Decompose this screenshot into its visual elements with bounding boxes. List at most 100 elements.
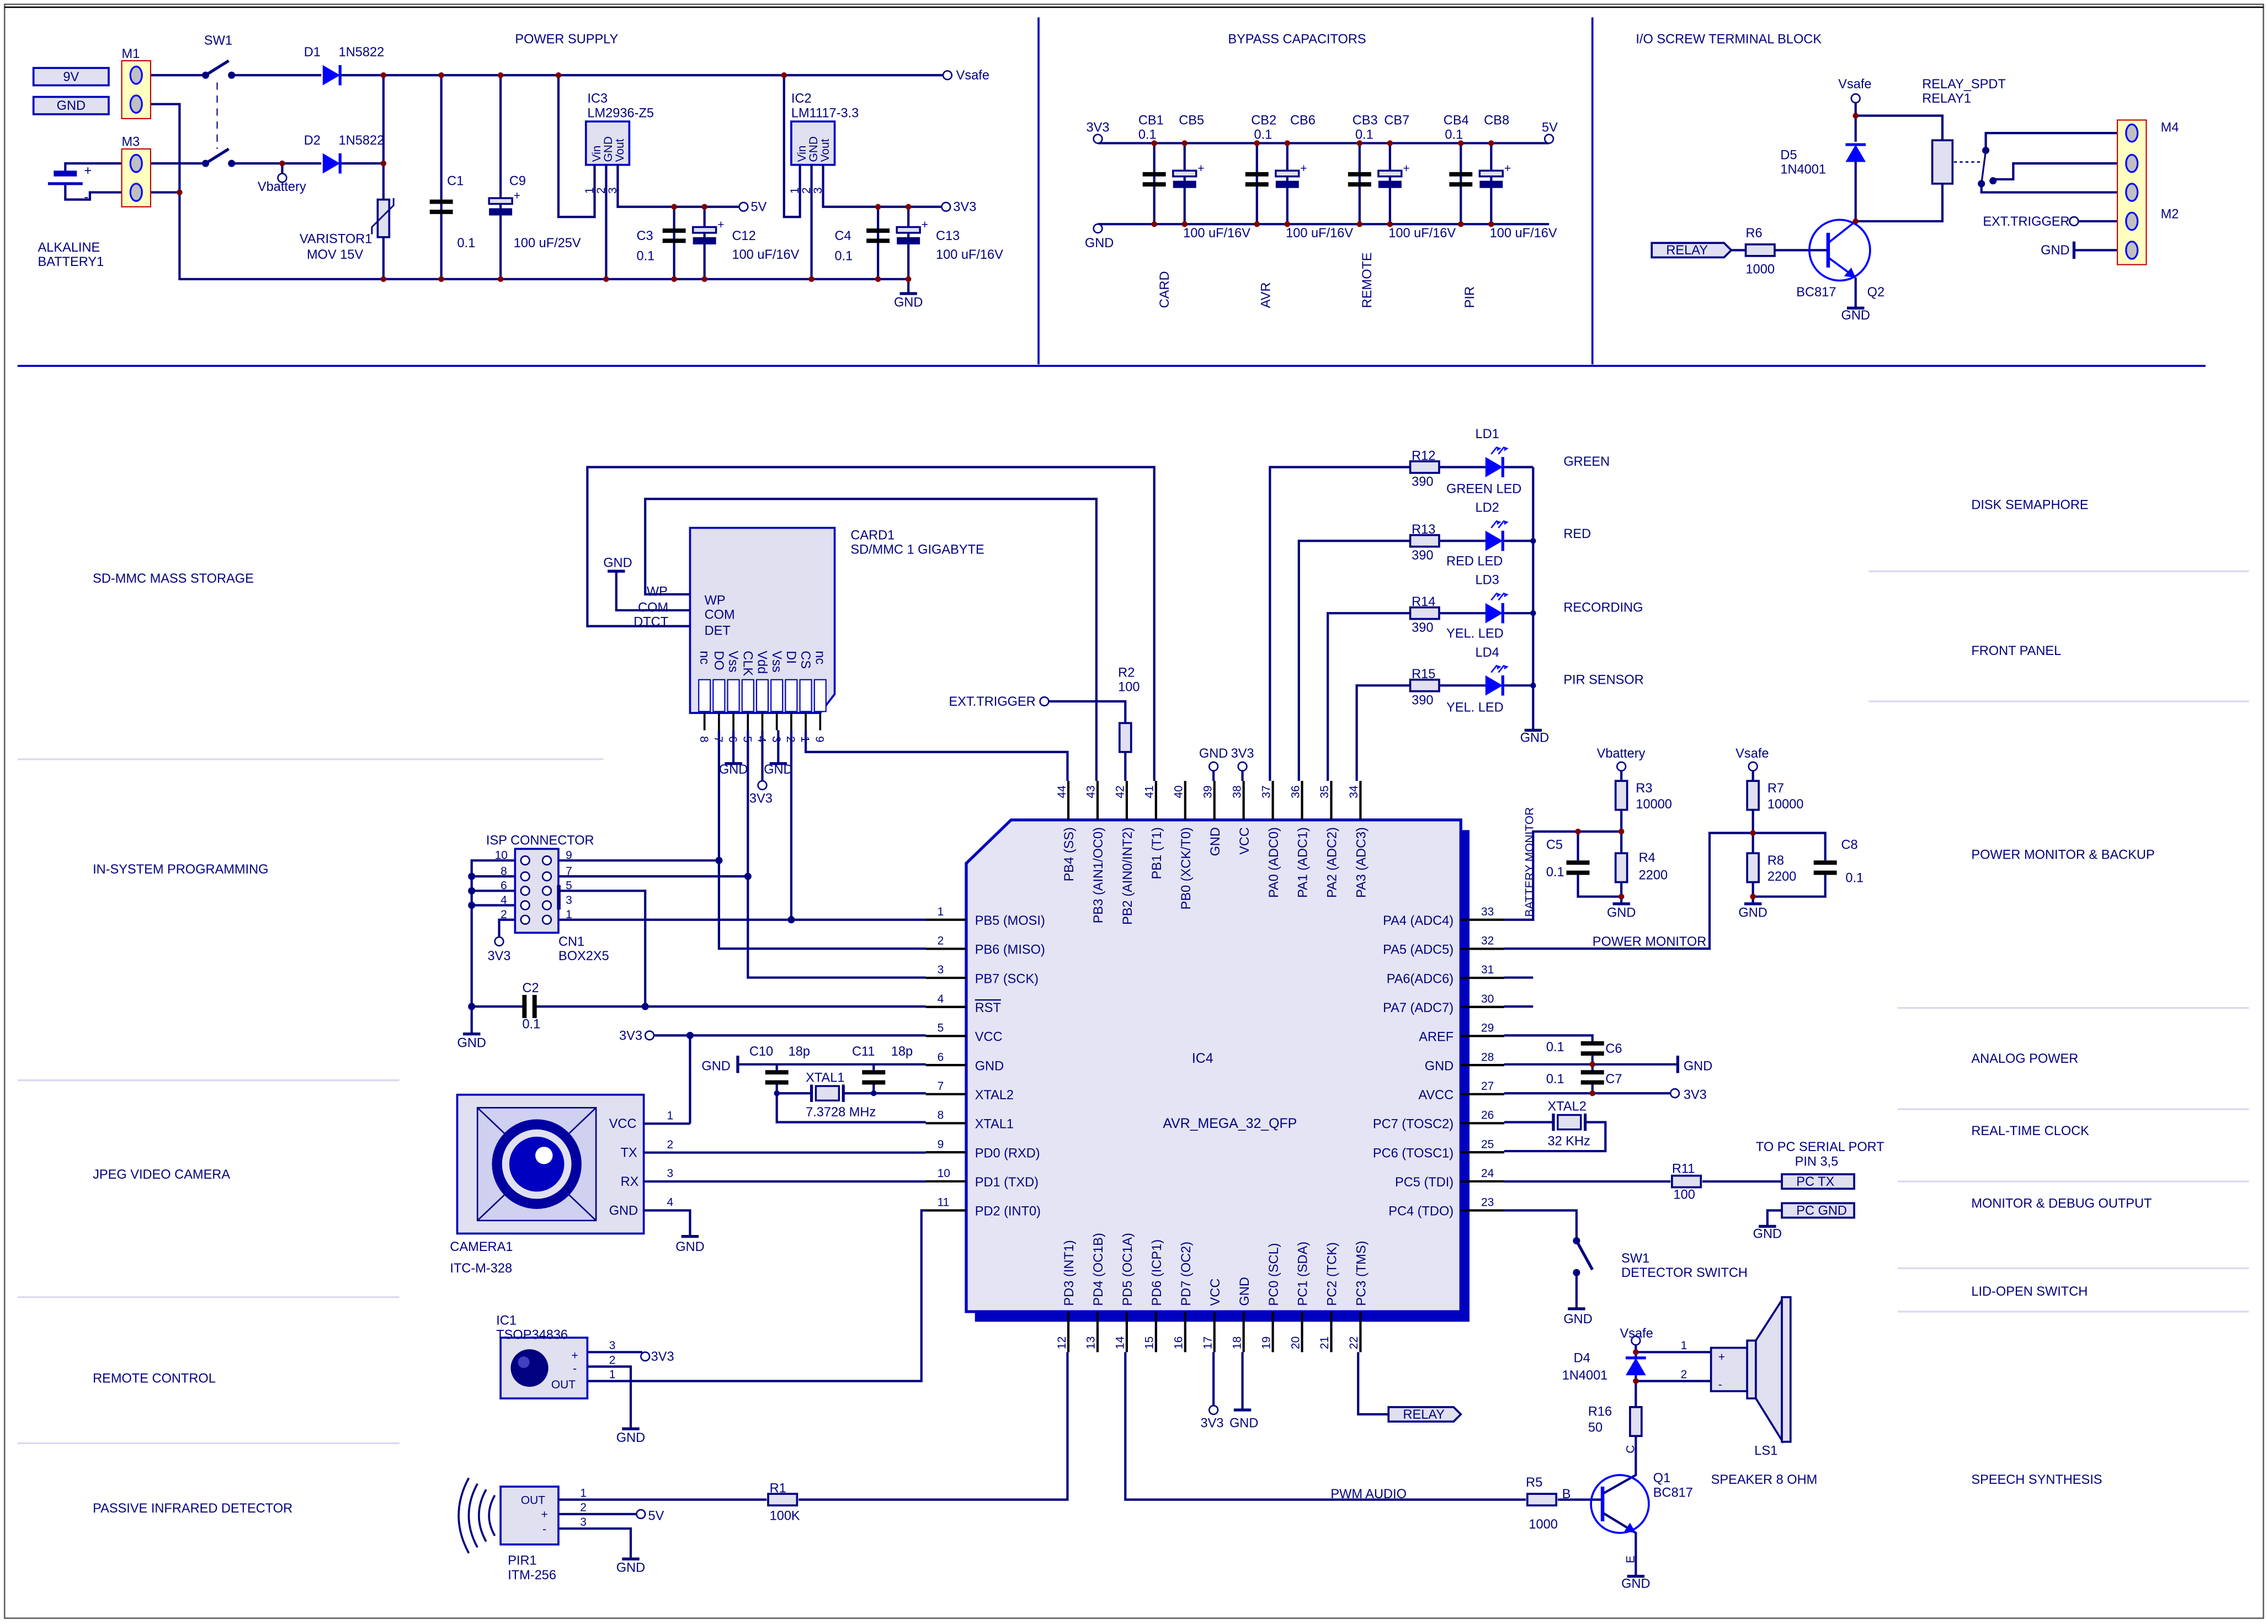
svg-text:3: 3 (812, 188, 824, 194)
chip-ref: IC4 (1192, 1051, 1213, 1066)
svg-text:10: 10 (495, 849, 508, 862)
card-pin-number: 8 (698, 736, 710, 743)
crystal-xtal2 (1553, 1114, 1585, 1131)
power-supply-section: POWER SUPPLY 9V GND M1 M3 SW1 D1 1N5822 … (32, 32, 1003, 310)
node-5v (738, 201, 749, 212)
ic3-label: IC3 (587, 91, 608, 105)
input-9v-tag (32, 67, 110, 87)
resistor-r1 (767, 1493, 798, 1506)
c9-value: 100 uF/25V (514, 236, 581, 250)
c1-value: 0.1 (457, 236, 476, 250)
int-pin-com: COM (705, 608, 735, 622)
pin-name: PD6 (ICP1) (1149, 1239, 1164, 1306)
node-3v3 (941, 201, 951, 212)
svg-text:0.1: 0.1 (1138, 127, 1157, 142)
capacitor-c2 (522, 995, 537, 1018)
screw-icon (129, 153, 143, 173)
svg-text:3: 3 (566, 894, 572, 907)
label-debug: MONITOR & DEBUG OUTPUT (1971, 1196, 2152, 1210)
svg-text:10000: 10000 (1767, 797, 1804, 811)
gnd-label: GND (2041, 243, 2069, 257)
pin-name: PD7 (OC2) (1179, 1242, 1193, 1306)
pir-sensor (499, 1485, 560, 1546)
top-3v3-label: 3V3 (1231, 746, 1254, 760)
junctions (177, 72, 912, 283)
ext-pin-com: COM (638, 600, 668, 615)
c12-value: 100 uF/16V (732, 247, 799, 262)
svg-text:3V3: 3V3 (1684, 1088, 1707, 1102)
svg-text:Vbattery: Vbattery (1597, 746, 1646, 760)
diode-d5-icon (1845, 145, 1866, 162)
node-3v3 (1093, 134, 1103, 144)
pin-name: PD1 (TXD) (975, 1175, 1039, 1189)
diode-d4-icon (1626, 1358, 1646, 1375)
svg-text:GND: GND (1520, 730, 1549, 744)
card-pin-number: 4 (755, 736, 768, 743)
svg-text:SPEAKER 8 OHM: SPEAKER 8 OHM (1711, 1472, 1818, 1487)
pin-number: 30 (1481, 993, 1494, 1005)
led-ld2-icon (1486, 520, 1509, 551)
vbattery-label: Vbattery (258, 179, 306, 194)
c11-value: 18p (891, 1044, 913, 1058)
bypass-gnd-label: GND (1085, 236, 1114, 250)
c3-value: 0.1 (636, 249, 654, 263)
ic2-value: LM1117-3.3 (791, 105, 859, 120)
card-contact (698, 679, 711, 712)
svg-text:R4: R4 (1639, 850, 1655, 865)
card-contact (712, 679, 726, 712)
svg-text:Vin: Vin (796, 146, 808, 162)
c10-value: 18p (789, 1044, 810, 1058)
m4-label: M4 (2161, 120, 2179, 134)
card-ref: CARD1 (850, 528, 895, 542)
junction (1852, 113, 1859, 119)
card-gnd-label: GND (603, 555, 632, 569)
svg-text:1: 1 (1681, 1339, 1687, 1352)
xtal1-value: 7.3728 MHz (806, 1105, 876, 1119)
card-pin-number: 9 (813, 736, 826, 743)
remote-pin-out: OUT (551, 1378, 576, 1391)
card-contact (741, 679, 754, 712)
card-pin-name: CLK (741, 651, 755, 676)
resistor-r15 (1409, 678, 1440, 693)
capacitor-c7 (1580, 1070, 1604, 1085)
vsafe-node (1850, 93, 1861, 104)
resistor-r4 (1614, 852, 1628, 883)
card-part: SD/MMC 1 GIGABYTE (850, 542, 984, 557)
pin-number: 41 (1143, 785, 1156, 798)
svg-text:GND: GND (1753, 1226, 1782, 1240)
card-pin-name: DO (712, 651, 726, 670)
pin-number: 27 (1481, 1080, 1494, 1093)
pir-pin-plus: + (541, 1509, 548, 1521)
remote-section: + - OUT 3 2 1 3V3 GND IC1 TSOP34836 (496, 1313, 674, 1445)
svg-text:2: 2 (501, 908, 507, 921)
pin-number: 19 (1260, 1337, 1273, 1349)
pin-name: PC4 (TDO) (1388, 1204, 1454, 1218)
svg-text:100 uF/16V: 100 uF/16V (1490, 226, 1557, 240)
pin-number: 43 (1085, 785, 1098, 798)
pin-number: 2 (609, 1354, 616, 1366)
section-title: I/O SCREW TERMINAL BLOCK (1636, 32, 1822, 46)
pin-number: 15 (1143, 1337, 1156, 1349)
pin-number: 3 (667, 1167, 674, 1180)
resistor-r16 (1629, 1406, 1643, 1437)
svg-text:R12: R12 (1412, 448, 1435, 462)
card-pin-number: 2 (784, 736, 797, 743)
pin-number: 13 (1085, 1337, 1098, 1349)
svg-text:390: 390 (1412, 548, 1433, 562)
pin-number: 17 (1201, 1337, 1214, 1349)
diode-d1-icon (323, 65, 340, 86)
pin-number: 4 (667, 1196, 674, 1209)
pin-number: 35 (1318, 785, 1331, 798)
svg-text:TO PC SERIAL PORT: TO PC SERIAL PORT (1756, 1140, 1884, 1154)
d2-label: D2 (304, 133, 321, 147)
svg-text:E: E (1625, 1556, 1637, 1563)
svg-text:LD1: LD1 (1475, 427, 1499, 441)
capacitor-c11 (862, 1070, 886, 1085)
svg-text:CB1: CB1 (1138, 113, 1164, 127)
pir-ref: PIR1 (508, 1553, 536, 1568)
pin-number: 9 (938, 1138, 944, 1151)
pin-name: PA3 (ADC3) (1354, 827, 1369, 898)
pin-name: PA0 (ADC0) (1266, 827, 1281, 898)
pir-pin-minus: - (542, 1523, 546, 1536)
